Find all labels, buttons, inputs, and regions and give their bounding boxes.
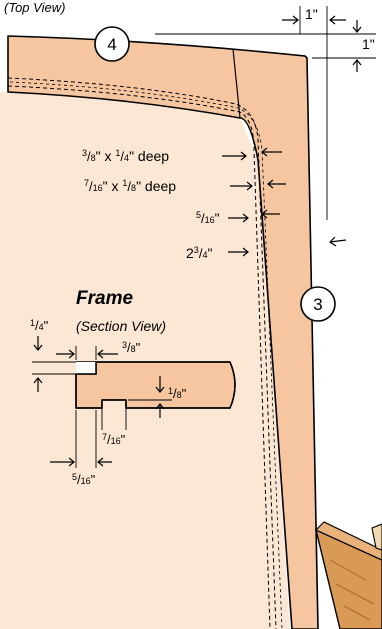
frame-heading: Frame bbox=[76, 288, 133, 309]
sec-arrow-a-top bbox=[33, 336, 43, 351]
dim-top-vertical: 1" bbox=[362, 36, 375, 52]
callout-label-3: 3 bbox=[313, 295, 322, 314]
arrow-groove-4 bbox=[228, 247, 249, 257]
groove-line-mid bbox=[9, 81, 283, 629]
section-profile bbox=[75, 361, 236, 409]
section-dim-d: 7/16" bbox=[102, 432, 126, 447]
section-caption: (Section View) bbox=[76, 318, 166, 334]
groove-dim-1: 3/8" x 1/4" deep bbox=[82, 148, 169, 164]
arrow-groove-1 bbox=[222, 151, 247, 161]
sec-arrow-b-left bbox=[56, 349, 75, 359]
groove-line-outer bbox=[7, 77, 277, 629]
callout-circle-3 bbox=[300, 286, 336, 322]
view-caption: (Top View) bbox=[4, 0, 65, 15]
sec-arrow-a-bot bbox=[33, 377, 43, 392]
section-dim-e: 5/16" bbox=[72, 472, 96, 487]
groove-dim-2: 7/16" x 1/8" deep bbox=[84, 178, 176, 194]
arrow-side-3 bbox=[329, 236, 347, 247]
section-rabbet-fill bbox=[76, 362, 96, 374]
sec-arrow-e-right bbox=[97, 457, 112, 467]
groove-dim-3: 5/16" bbox=[196, 210, 220, 226]
dim-top-horizontal: 1" bbox=[305, 6, 318, 22]
arrow-groove-1b bbox=[261, 147, 282, 157]
mitre-joint bbox=[232, 48, 241, 119]
arrow-groove-2 bbox=[230, 181, 253, 191]
sec-arrow-b-right bbox=[97, 349, 118, 359]
panel-background bbox=[0, 92, 290, 629]
section-dim-b: 3/8" bbox=[122, 340, 141, 355]
section-dim-a: 1/4" bbox=[30, 318, 49, 333]
sec-arrow-e-left bbox=[50, 457, 75, 467]
callout-label-4: 4 bbox=[107, 35, 116, 54]
groove-dim-4: 23/4" bbox=[186, 245, 212, 261]
sec-arrow-c-bot bbox=[155, 403, 165, 418]
sec-arrow-c-top bbox=[155, 376, 165, 393]
arrow-v1-bottom bbox=[352, 59, 362, 72]
crate-grain bbox=[329, 559, 375, 621]
frame-wood bbox=[7, 35, 319, 629]
section-outline bbox=[75, 361, 236, 409]
arrow-h1-right bbox=[329, 15, 346, 25]
arrow-v1-top bbox=[352, 20, 362, 33]
arrow-h1-left bbox=[282, 15, 299, 25]
callout-circle-4 bbox=[94, 26, 130, 62]
crate-side bbox=[314, 521, 382, 561]
crate-back-board bbox=[371, 523, 382, 551]
arrow-groove-3 bbox=[228, 213, 249, 223]
arrow-groove-2b bbox=[267, 179, 286, 189]
section-dim-c: 1/8" bbox=[168, 386, 187, 401]
arrow-groove-3b bbox=[261, 209, 280, 219]
